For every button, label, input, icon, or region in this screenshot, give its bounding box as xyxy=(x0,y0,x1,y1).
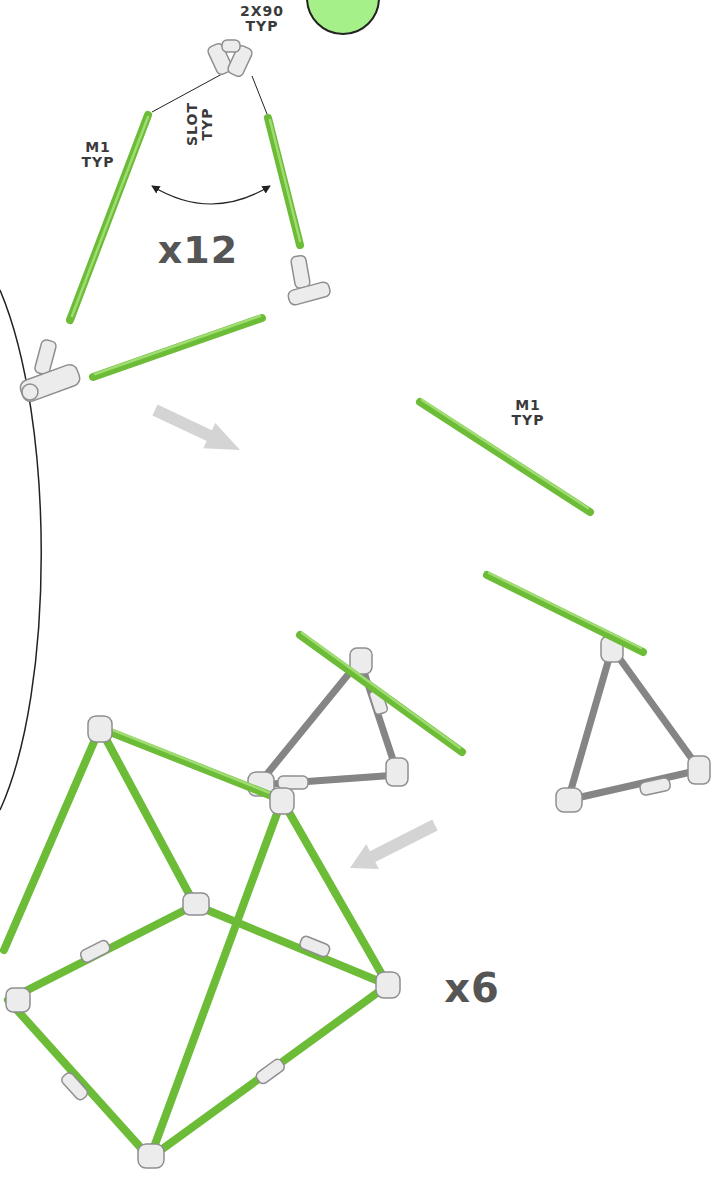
green-rod xyxy=(422,400,588,508)
note-label: SLOT TYP xyxy=(185,102,216,146)
grey-rod xyxy=(568,770,700,800)
green-rod xyxy=(150,800,282,1158)
green-rod xyxy=(300,635,462,752)
connector-piece xyxy=(639,777,671,796)
green-rod xyxy=(489,573,641,648)
green-rod xyxy=(270,120,300,241)
green-rod xyxy=(487,575,643,652)
green-rod xyxy=(8,905,195,1000)
step-badge xyxy=(307,0,379,34)
grey-rod xyxy=(258,660,360,785)
connector-piece xyxy=(278,776,308,789)
connector-piece xyxy=(688,756,710,784)
connector-piece xyxy=(254,1057,286,1085)
slot-arc xyxy=(152,186,270,204)
green-rod xyxy=(4,726,388,1158)
green-rod xyxy=(100,728,195,905)
green-rod xyxy=(300,400,643,752)
step-badge xyxy=(307,0,379,34)
green-rod xyxy=(195,905,388,985)
part-label: M1 TYP xyxy=(512,398,545,429)
connector-piece xyxy=(298,935,331,958)
green-rod xyxy=(8,1000,150,1158)
connector-piece xyxy=(88,716,112,742)
grey-rod xyxy=(568,648,612,800)
grey-rod xyxy=(258,648,700,800)
green-rod xyxy=(103,726,280,797)
connector-piece xyxy=(270,788,294,814)
connector-piece xyxy=(18,362,82,403)
part-label: M1 TYP xyxy=(82,140,115,171)
connector-piece xyxy=(222,40,240,52)
green-rod xyxy=(100,728,282,800)
connector-piece xyxy=(79,939,112,964)
connector-piece xyxy=(248,636,710,812)
connector-piece xyxy=(6,988,30,1012)
green-rod xyxy=(282,800,388,985)
step-arrow xyxy=(152,405,240,450)
connector-piece xyxy=(386,758,408,786)
slot-arc xyxy=(152,186,270,204)
connector-piece xyxy=(60,1071,90,1102)
green-rod xyxy=(95,316,260,374)
green-rod xyxy=(70,115,300,377)
connector-piece xyxy=(6,716,400,1168)
green-rod xyxy=(420,402,590,512)
quantity-label: x6 xyxy=(444,966,500,1010)
connector-piece xyxy=(18,40,331,404)
connector-piece xyxy=(22,384,38,400)
connector-piece xyxy=(138,1144,164,1168)
green-rod xyxy=(72,117,148,316)
green-rod xyxy=(268,118,300,245)
quantity-label: x12 xyxy=(158,230,238,272)
step-arrow xyxy=(152,405,437,869)
green-rod xyxy=(93,318,262,377)
connector-piece xyxy=(183,893,209,915)
connector-piece xyxy=(290,255,310,289)
green-rod xyxy=(70,115,148,320)
green-rod xyxy=(4,728,100,950)
grey-rod xyxy=(612,648,700,770)
connector-piece xyxy=(376,972,400,998)
connector-piece xyxy=(287,281,331,306)
note-label: 2X90 TYP xyxy=(240,4,284,35)
green-rod xyxy=(302,633,460,748)
step-arrow xyxy=(350,820,438,870)
guide-line xyxy=(252,76,267,114)
connector-piece xyxy=(556,788,582,812)
